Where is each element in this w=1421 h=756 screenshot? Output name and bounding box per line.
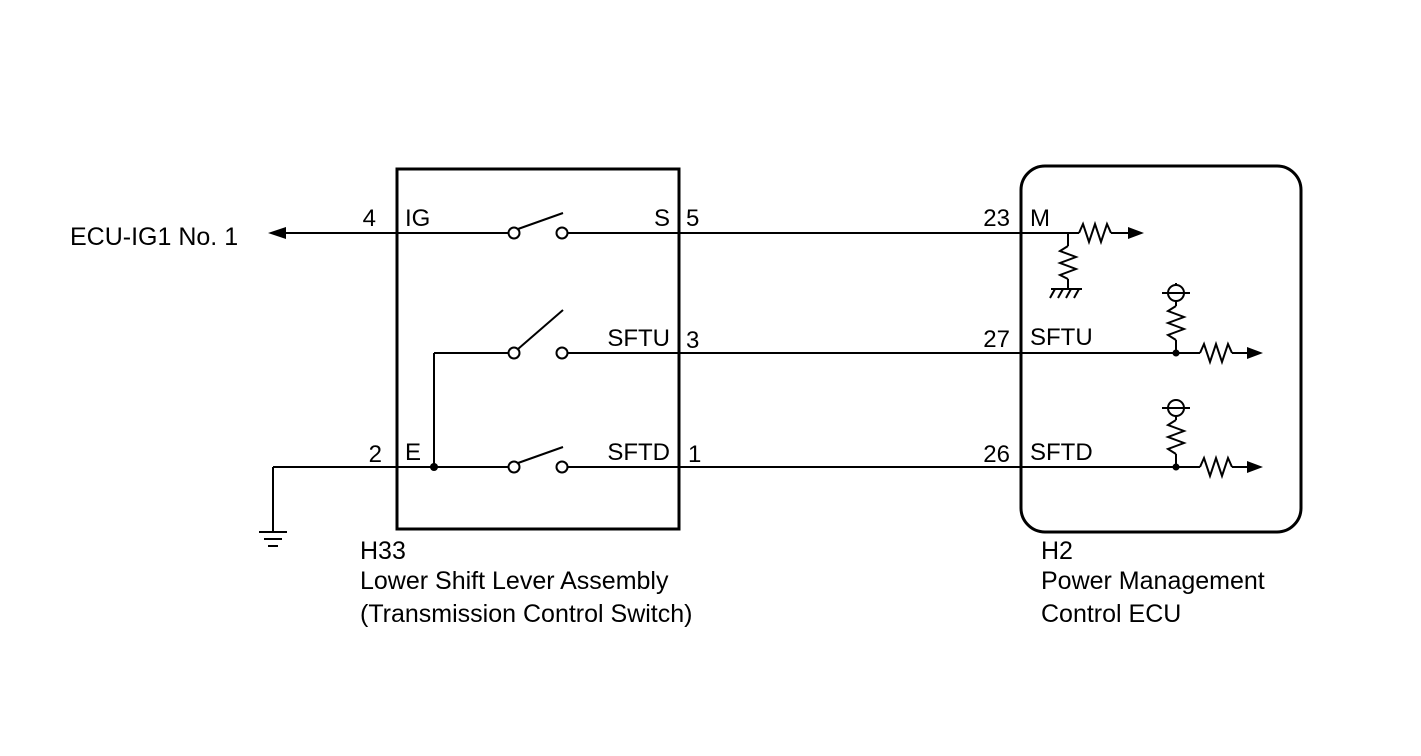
pin-e-number: 2 (369, 441, 382, 468)
switch-assembly-subname: (Transmission Control Switch) (360, 600, 692, 628)
ecu-name-line1: Power Management (1041, 567, 1265, 595)
ecu-sftu-internal (1162, 283, 1263, 366)
ecu-pin-sftu-number: 27 (983, 326, 1010, 353)
switch-blade (517, 212, 564, 230)
switch-contact-icon (555, 460, 569, 474)
arrow-right-icon (1247, 461, 1263, 473)
switch-contact-icon (507, 226, 521, 240)
resistor-icon (1165, 305, 1187, 341)
resistor-icon (1165, 419, 1187, 455)
ground-icon (259, 531, 287, 547)
resistor-icon (1199, 340, 1233, 366)
ecu-pin-m-name: M (1030, 205, 1050, 232)
switch-contact-icon (555, 226, 569, 240)
pin-s-name: S (654, 205, 670, 232)
pin-sftd-name: SFTD (607, 439, 670, 466)
power-source-icon (1162, 399, 1190, 417)
ecu-pin-sftd-number: 26 (983, 441, 1010, 468)
switch-assembly-name: Lower Shift Lever Assembly (360, 567, 669, 595)
pin-sftu-number: 3 (686, 327, 699, 354)
ecu-box (1019, 164, 1303, 534)
switch-blade (517, 446, 564, 464)
resistor-icon (1199, 454, 1233, 480)
power-source-icon (1162, 283, 1190, 302)
pin-s-number: 5 (686, 205, 699, 232)
ig-switch (507, 212, 569, 240)
pin-ig-number: 4 (363, 205, 376, 232)
ecu-name-line2: Control ECU (1041, 600, 1181, 628)
switch-blade (517, 309, 564, 350)
arrow-right-icon (1247, 347, 1263, 359)
ecu-pin-m-number: 23 (983, 205, 1010, 232)
ecu-ig1-label: ECU-IG1 No. 1 (70, 223, 238, 251)
sftd-switch (507, 446, 569, 474)
resistor-icon (1057, 245, 1079, 280)
e-ground-line (259, 463, 510, 547)
junction-dot-icon (430, 463, 438, 471)
ecu-pin-sftd-name: SFTD (1030, 439, 1093, 466)
arrow-left-icon (268, 227, 286, 239)
ecu-m-internal (1049, 220, 1144, 299)
switch-assembly-box (395, 167, 681, 531)
pin-ig-name: IG (405, 205, 430, 232)
ecu-code: H2 (1041, 537, 1073, 565)
switch-assembly-code: H33 (360, 537, 406, 565)
ecu-pin-sftu-name: SFTU (1030, 324, 1093, 351)
switch-contact-icon (507, 460, 521, 474)
chassis-ground-icon (1049, 288, 1082, 299)
switch-contact-icon (555, 346, 569, 360)
pin-sftu-name: SFTU (607, 325, 670, 352)
switch-contact-icon (507, 346, 521, 360)
sftu-switch (433, 309, 569, 467)
arrow-right-icon (1128, 227, 1144, 239)
resistor-icon (1078, 220, 1112, 246)
ecu-sftd-internal (1162, 399, 1263, 480)
pin-e-name: E (405, 439, 421, 466)
ig-line (268, 227, 512, 239)
pin-sftd-number: 1 (688, 441, 701, 468)
